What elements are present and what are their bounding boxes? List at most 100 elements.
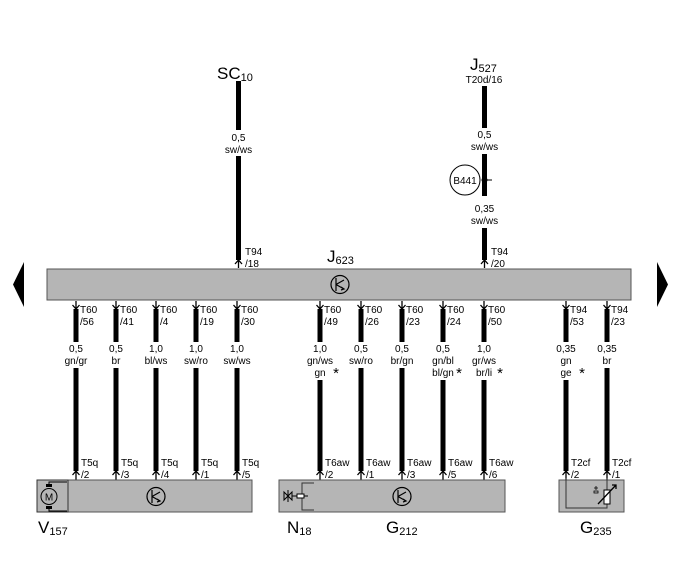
- connector-bottom-label: T6aw: [407, 458, 432, 469]
- pin-bottom-label: /1: [366, 470, 375, 481]
- svg-text:sw/ws: sw/ws: [471, 216, 498, 227]
- component-g212[interactable]: [278, 479, 506, 513]
- wire-color-label: gr/ws: [472, 356, 496, 367]
- pin-top-label: /49: [324, 317, 338, 328]
- connector-arrow-icon: [152, 470, 160, 480]
- next-page-arrow-icon[interactable]: [657, 262, 668, 307]
- connector-bottom-label: T5q: [201, 458, 218, 469]
- connector-arrow-icon: [192, 301, 200, 310]
- svg-text:B441: B441: [453, 176, 477, 187]
- pin-top-label: /23: [406, 317, 420, 328]
- previous-page-arrow-icon[interactable]: [13, 262, 24, 307]
- wire-segment: [440, 380, 446, 471]
- wire-segment: [440, 309, 446, 342]
- asterisk-marker: *: [497, 365, 503, 382]
- wire-segment: [234, 368, 240, 471]
- wire-segment: [153, 309, 159, 342]
- connector-bottom-label: T5q: [242, 458, 259, 469]
- wire-segment: [604, 368, 610, 471]
- connector-arrow-icon: [192, 470, 200, 480]
- wire-segment: [153, 368, 159, 471]
- module-j623[interactable]: [46, 268, 632, 301]
- motor-icon: M: [40, 481, 67, 512]
- component-g235[interactable]: [558, 478, 625, 513]
- wire-segment: [73, 368, 79, 471]
- wire-color-label: br: [603, 356, 613, 367]
- connector-top-label: T60: [447, 305, 465, 316]
- connector-arrow-icon: [316, 301, 324, 310]
- wire-segment: [73, 309, 79, 342]
- wire-gauge-label: 0,5: [109, 344, 123, 355]
- wire-sc10: 0,5 sw/ws T94 /18: [225, 81, 263, 270]
- wire-segment: [113, 368, 119, 471]
- pin-top-label: /30: [241, 317, 255, 328]
- connector-top-label: T60: [488, 305, 506, 316]
- wire-segment: [234, 309, 240, 342]
- pin-bottom-label: /6: [489, 470, 498, 481]
- component-v157[interactable]: M: [36, 479, 253, 513]
- wire-alt-color-label: gn: [314, 368, 325, 379]
- connector-arrow-icon: [480, 470, 488, 480]
- wire-segment: [193, 368, 199, 471]
- wire-color-label: gn/ws: [307, 356, 333, 367]
- control-unit-icon: [330, 274, 350, 295]
- connector-arrow-icon: [152, 301, 160, 310]
- pin-top-label: /26: [365, 317, 379, 328]
- wire-gauge-label: 0,5: [69, 344, 83, 355]
- wire-color-label: gn/bl: [432, 356, 454, 367]
- pin-top-label: /41: [120, 317, 134, 328]
- pin-bottom-label: /3: [407, 470, 416, 481]
- connector-top-label: T60: [241, 305, 259, 316]
- connector-arrow-icon: [480, 301, 488, 310]
- connector-arrow-icon: [233, 301, 241, 310]
- pin-bottom-label: /5: [448, 470, 457, 481]
- wire-segment: [399, 309, 405, 342]
- pin-bottom-label: /3: [121, 470, 130, 481]
- valve-icon: [283, 490, 308, 502]
- wire-gauge-label: 0,35: [597, 344, 617, 355]
- connector-arrow-icon: [439, 301, 447, 310]
- wire-gauge-label: 0,5: [436, 344, 450, 355]
- connector-arrow-icon: [398, 470, 406, 480]
- wire-gauge-label: 1,0: [189, 344, 203, 355]
- wire-gauge-label: 1,0: [313, 344, 327, 355]
- wire-segment: [563, 380, 569, 471]
- wire-segment: [563, 309, 569, 342]
- connector-bottom-label: T6aw: [489, 458, 514, 469]
- wire-color-label: gn: [560, 356, 571, 367]
- wire-gauge-label: 0,5: [354, 344, 368, 355]
- pin-bottom-label: /2: [325, 470, 334, 481]
- component-n18[interactable]: [283, 482, 314, 511]
- sc10-label: SC10: [217, 64, 253, 84]
- asterisk-marker: *: [579, 365, 585, 382]
- pin-top-label: /53: [570, 317, 584, 328]
- wire-segment: [399, 368, 405, 471]
- connector-bottom-label: T2cf: [571, 458, 591, 469]
- wire-gauge-label: 0,35: [556, 344, 576, 355]
- svg-text:0,5: 0,5: [478, 130, 492, 141]
- svg-text:T94: T94: [491, 247, 509, 258]
- wire-color-label: sw/ws: [223, 356, 250, 367]
- wire-segment: [113, 309, 119, 342]
- connector-arrow-icon: [316, 470, 324, 480]
- svg-text:0,5: 0,5: [232, 133, 246, 144]
- wire-segment: [358, 309, 364, 342]
- pin-top-label: /4: [160, 317, 169, 328]
- connector-arrow-icon: [112, 470, 120, 480]
- svg-text:J623: J623: [327, 247, 354, 267]
- pin-top-label: /24: [447, 317, 461, 328]
- svg-text:sw/ws: sw/ws: [471, 142, 498, 153]
- svg-text:M: M: [45, 493, 53, 504]
- connector-arrow-icon: [233, 470, 241, 480]
- wire-color-label: gn/gr: [65, 356, 88, 367]
- pin-bottom-label: /1: [201, 470, 210, 481]
- connector-arrow-icon: [357, 301, 365, 310]
- sensor-icon: [392, 486, 412, 507]
